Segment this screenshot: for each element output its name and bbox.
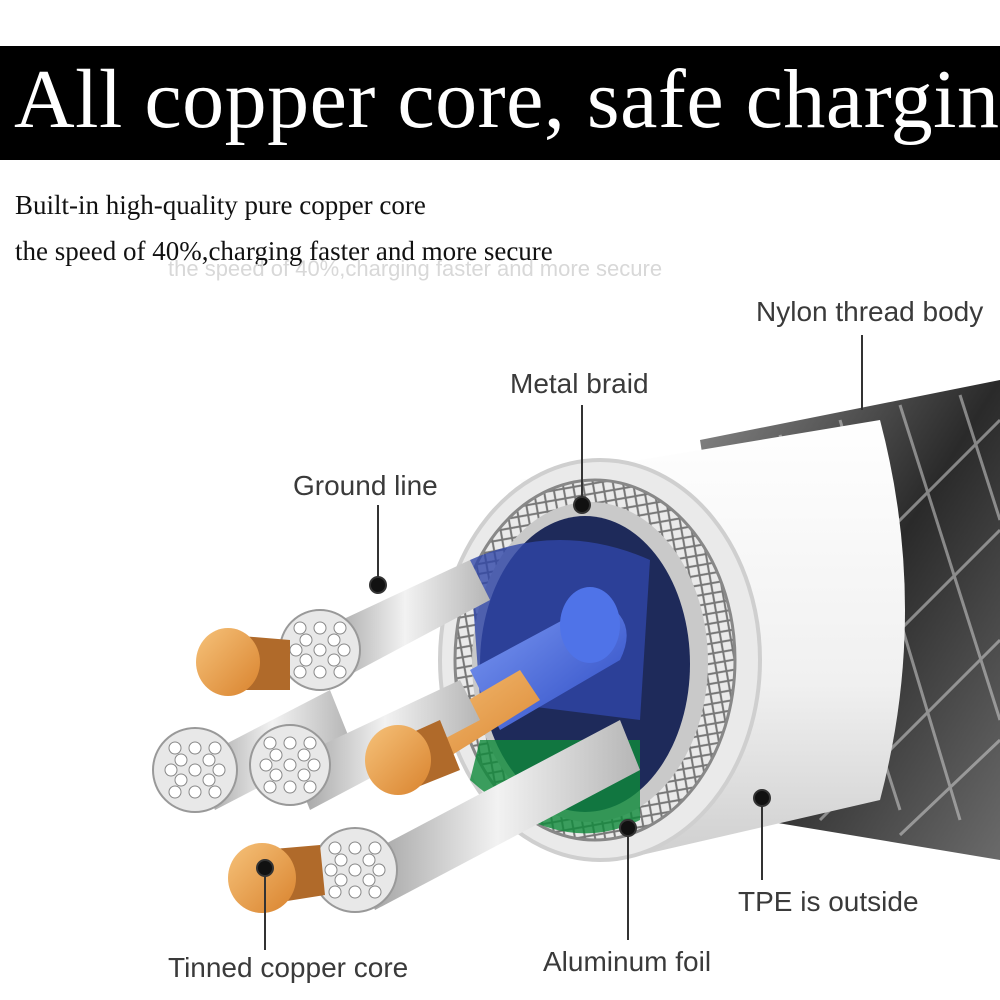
strand-face-3: [249, 724, 331, 806]
title-banner: [0, 46, 1000, 160]
strand-face-1: [279, 609, 361, 691]
copper-conductor-2: [365, 720, 460, 795]
strand-face-4: [312, 827, 398, 913]
callout-metal-braid: Metal braid: [510, 368, 649, 399]
callout-tinned-copper-core: Tinned copper core: [168, 952, 409, 983]
callout-leaders: [256, 335, 863, 950]
callout-aluminum-foil: Aluminum foil: [543, 946, 712, 977]
copper-conductor-1: [196, 628, 290, 696]
callout-tpe: TPE is outside: [738, 886, 919, 917]
subtitle-line-2: the speed of 40%,charging faster and mor…: [15, 236, 553, 266]
subtitle-reflection: the speed of 40%,charging faster and mor…: [168, 256, 663, 281]
callout-nylon-thread-body: Nylon thread body: [756, 296, 984, 327]
callout-ground-line: Ground line: [293, 470, 438, 501]
subtitle-line-1: Built-in high-quality pure copper core: [15, 190, 426, 220]
strand-face-2: [152, 727, 238, 813]
copper-conductor-3: [228, 843, 325, 913]
banner-title: All copper core, safe charging: [14, 53, 1000, 146]
